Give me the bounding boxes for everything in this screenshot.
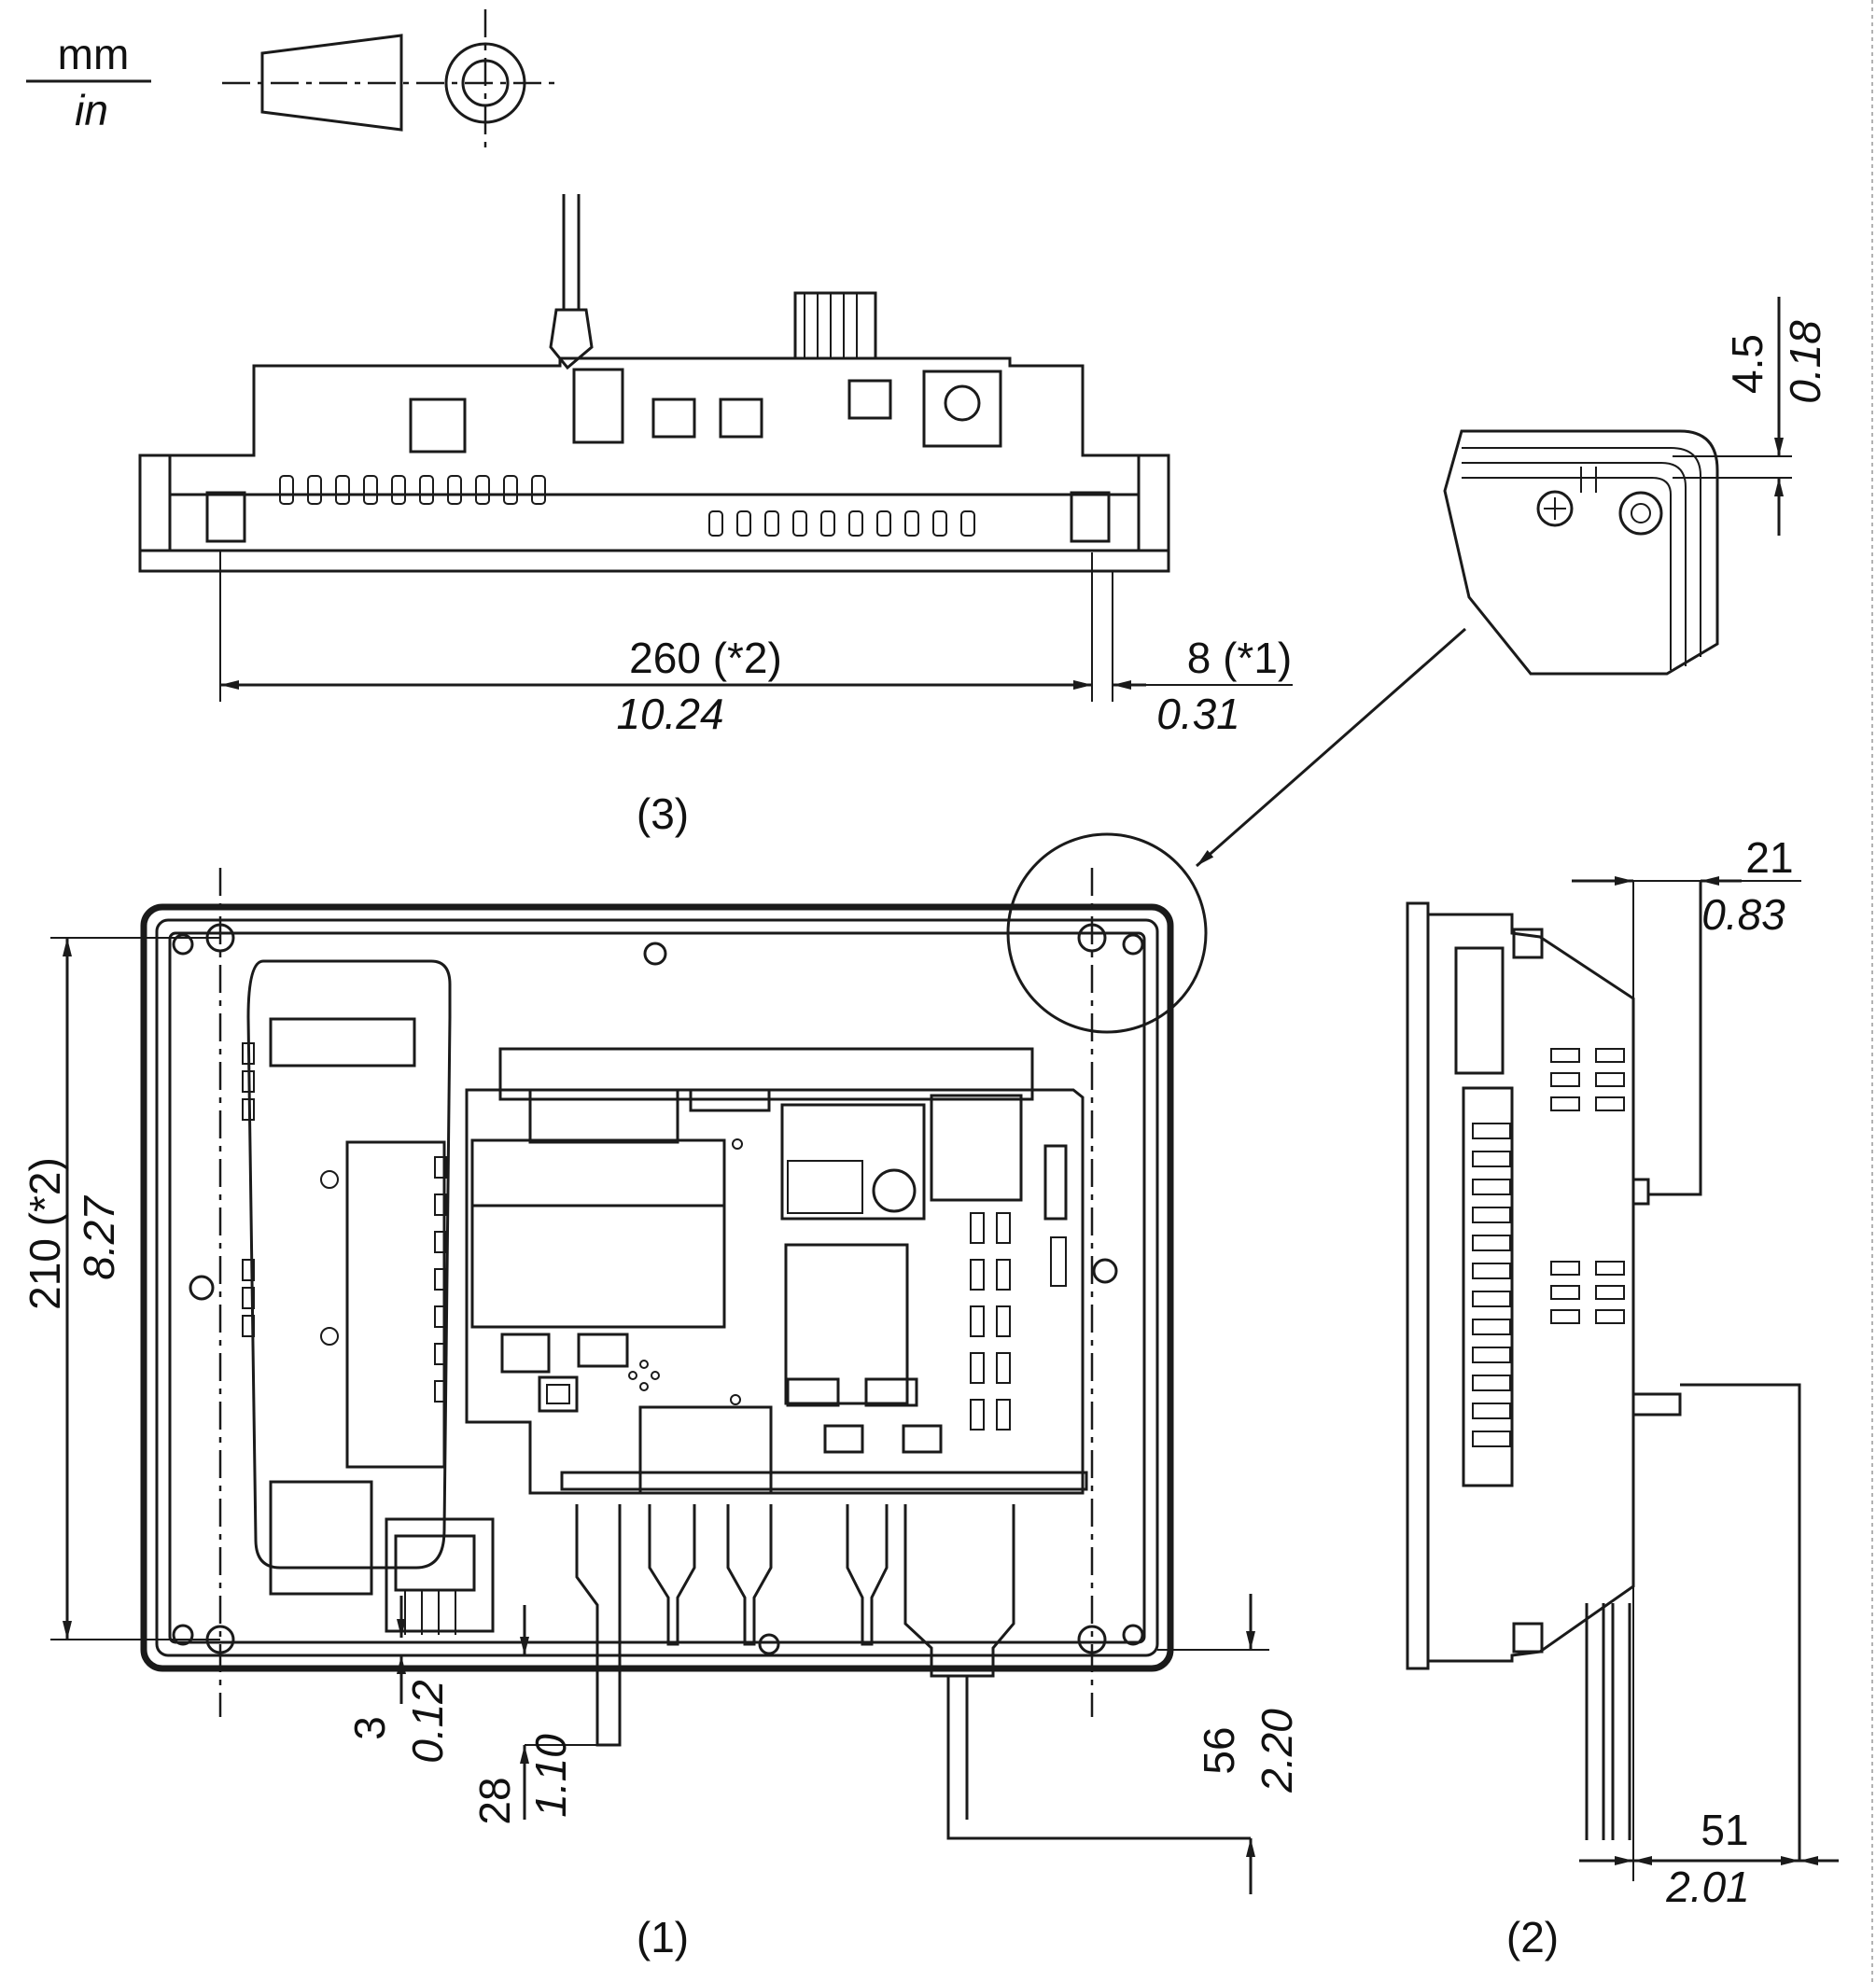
dim-front-56-mm: 56	[1195, 1726, 1243, 1774]
dim-detail-gap-in: 0.18	[1781, 320, 1829, 404]
projection-symbol-icon	[222, 9, 556, 151]
vent-slots	[279, 475, 975, 537]
unit-in: in	[75, 86, 108, 134]
dim-side-51-in: 2.01	[1665, 1863, 1750, 1911]
dim-front-56-in: 2.20	[1253, 1709, 1301, 1794]
dim-front-28-mm: 28	[470, 1777, 519, 1824]
top-view: 260 (*2) 10.24 8 (*1) 0.31 (3)	[138, 194, 1293, 838]
dim-side-51-mm: 51	[1701, 1806, 1748, 1854]
dim-top-width-mm: 260 (*2)	[629, 634, 782, 682]
unit-mm: mm	[58, 30, 130, 78]
edge-tabs	[242, 1042, 447, 1403]
dim-top-width-in: 10.24	[616, 690, 723, 738]
side-vent-slots	[1472, 1048, 1625, 1447]
dim-top-bezel-mm: 8 (*1)	[1187, 634, 1292, 682]
view-label-2: (2)	[1506, 1913, 1559, 1961]
front-view: 210 (*2) 8.27 3 0.12 28 1.10 56 2.20 (1)	[21, 832, 1301, 1961]
detail-view: 4.5 0.18	[1196, 297, 1829, 868]
units-legend: mm in	[26, 30, 151, 134]
dim-front-3-mm: 3	[345, 1716, 394, 1740]
dim-front-28-in: 1.10	[526, 1734, 575, 1818]
dim-top-bezel-in: 0.31	[1156, 690, 1240, 738]
detail-circle	[1006, 832, 1208, 1034]
dim-detail-gap-mm: 4.5	[1723, 334, 1771, 394]
side-view: 21 0.83 51 2.01 (2)	[1406, 833, 1839, 1961]
board-components	[628, 1138, 1067, 1431]
dim-side-21-mm: 21	[1745, 833, 1793, 882]
dim-front-height-mm: 210 (*2)	[21, 1157, 69, 1310]
dim-front-height-in: 8.27	[75, 1195, 123, 1280]
dim-front-3-in: 0.12	[403, 1680, 452, 1764]
dim-side-21-in: 0.83	[1701, 890, 1785, 939]
view-label-3: (3)	[637, 789, 689, 838]
view-label-1: (1)	[637, 1913, 689, 1961]
